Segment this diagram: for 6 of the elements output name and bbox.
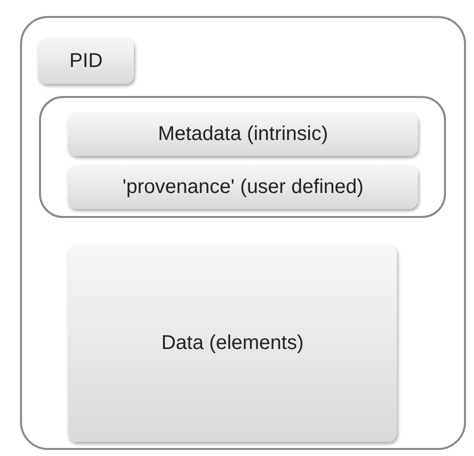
group-frame bbox=[39, 96, 446, 218]
outer-frame bbox=[20, 16, 466, 450]
text-box: PID bbox=[38, 38, 134, 84]
text-box: Data (elements) bbox=[68, 245, 397, 442]
text-box: 'provenance' (user defined) bbox=[68, 165, 418, 209]
text-box: Metadata (intrinsic) bbox=[68, 113, 418, 156]
